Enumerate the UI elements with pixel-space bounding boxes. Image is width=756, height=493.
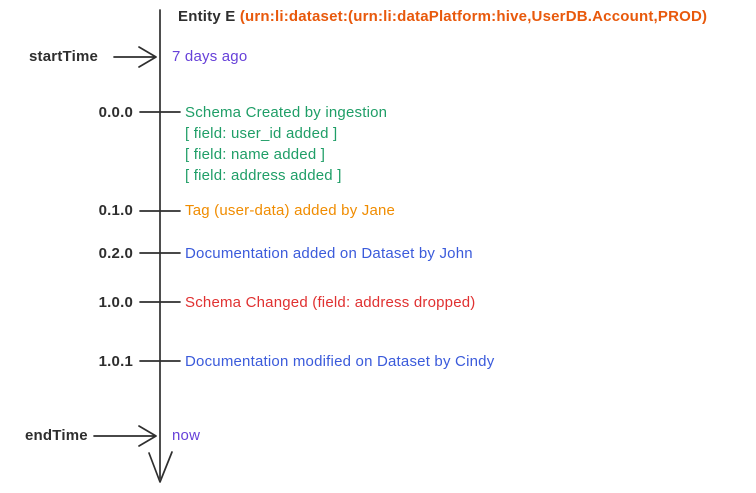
start-time-arrow-icon [113, 46, 157, 68]
version-label: 0.0.0 [98, 104, 133, 121]
version-label: 1.0.1 [98, 353, 133, 370]
event-line: Documentation added on Dataset by John [185, 245, 473, 262]
version-label: 0.2.0 [98, 245, 133, 262]
timeline-arrowhead-icon [148, 451, 173, 483]
event-line: Schema Changed (field: address dropped) [185, 294, 476, 311]
entity-urn: (urn:li:dataset:(urn:li:dataPlatform:hiv… [239, 8, 708, 25]
event-line: Tag (user-data) added by Jane [185, 202, 396, 219]
event-description: Documentation added on Dataset by John [185, 243, 473, 264]
event-line: Schema Created by ingestion [185, 104, 388, 121]
end-time-label: endTime [25, 427, 88, 444]
page-title: Entity E (urn:li:dataset:(urn:li:dataPla… [178, 6, 707, 28]
entity-name: Entity E [178, 8, 240, 25]
event-description: Tag (user-data) added by Jane [185, 200, 395, 221]
start-time-label: startTime [29, 48, 99, 65]
event-line: [ field: user_id added ] [185, 125, 338, 142]
event-line: [ field: address added ] [185, 167, 342, 184]
end-time-value: now [172, 427, 201, 444]
event-description: Schema Changed (field: address dropped) [185, 292, 475, 313]
event-description: Schema Created by ingestion [ field: use… [185, 102, 387, 186]
version-label: 0.1.0 [98, 202, 133, 219]
version-label: 1.0.0 [98, 294, 133, 311]
end-time-arrow-icon [93, 425, 157, 447]
event-line: [ field: name added ] [185, 146, 326, 163]
start-time-value: 7 days ago [172, 48, 248, 65]
event-line: Documentation modified on Dataset by Cin… [185, 353, 495, 370]
event-description: Documentation modified on Dataset by Cin… [185, 351, 494, 372]
